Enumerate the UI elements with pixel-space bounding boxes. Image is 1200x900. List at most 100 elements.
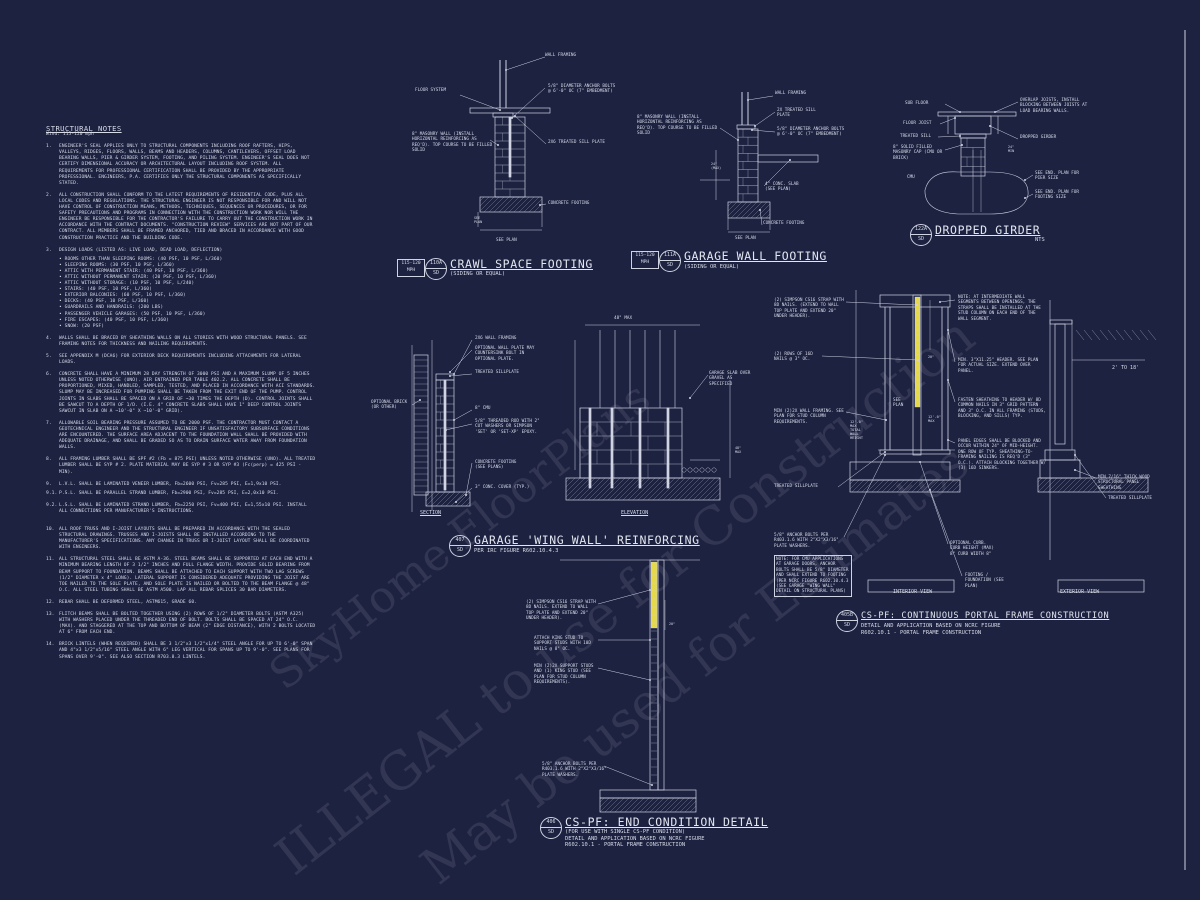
bullet-icon: • — [59, 305, 65, 311]
hatch-line — [617, 477, 641, 501]
leader-line — [947, 439, 956, 444]
hatch-line — [592, 477, 616, 501]
hatch-line — [1122, 477, 1138, 493]
label: SEE PLAN — [893, 398, 904, 409]
hatch-line — [679, 797, 695, 813]
hatch-line — [760, 208, 771, 219]
bullet-icon: • — [59, 281, 65, 287]
view-label-box — [1057, 579, 1145, 593]
treated-sill — [959, 133, 987, 139]
hatch-line — [674, 797, 690, 813]
leader-dot — [505, 69, 507, 71]
design-load-item: • PASSENGER VEHICLE GARAGES: (50 PSF, 10… — [59, 312, 316, 318]
leader-dot — [737, 139, 739, 141]
hatch-line — [946, 479, 960, 493]
hatch-line — [430, 491, 446, 507]
leader-line — [445, 423, 473, 431]
label: 12'-0" MAX TOTAL WALL HEIGHT — [850, 420, 863, 440]
leader-line — [759, 209, 763, 226]
hatch-line — [538, 208, 543, 213]
label: MIN. 3"x11.25" HEADER. SEE PLAN FOR ACTU… — [958, 358, 1039, 374]
gravel — [705, 467, 711, 473]
hatch-line — [1123, 329, 1133, 341]
sill-plate — [492, 112, 514, 118]
hatch-line — [1137, 481, 1149, 493]
hatch-line — [891, 479, 905, 493]
concrete-slab — [757, 154, 819, 163]
detail-title: GARAGE WALL FOOTING — [684, 249, 827, 263]
hatch-line — [624, 797, 640, 813]
label: WALL FRAMING — [775, 91, 807, 96]
label: SUB FLOOR — [905, 101, 929, 106]
hatch-line — [465, 501, 471, 507]
hatch-line — [871, 479, 885, 493]
hatch-line — [657, 477, 681, 501]
note-number: 1. — [46, 144, 52, 150]
hatch-line — [479, 196, 495, 212]
leader-line — [939, 117, 956, 125]
note-number: 13. — [46, 612, 55, 617]
label: 5/8" DIAMETER ANCHOR BOLTS @ 6'-0" OC (7… — [777, 127, 845, 138]
beam-note: 9.1.P.S.L. SHALL BE PARALLEL STRAND LUMB… — [46, 491, 316, 497]
leader-dot — [885, 419, 887, 421]
label: 2x6 TREATED SILL PLATE — [548, 140, 605, 145]
structural-note: 5.SEE APPENDIX M (DCA6) FOR EXTERIOR DEC… — [46, 354, 316, 366]
detail-title: CRAWL SPACE FOOTING — [450, 257, 593, 271]
leader-line — [603, 765, 653, 786]
hatch-line — [669, 797, 685, 813]
hatch-line — [677, 477, 701, 501]
detail-title: CS-PF: END CONDITION DETAIL — [565, 815, 769, 829]
structural-note: 2.ALL CONSTRUCTION SHALL CONFORM TO THE … — [46, 193, 316, 242]
hatch-line — [684, 800, 697, 813]
threaded-rod — [666, 407, 670, 489]
hatch-line — [727, 201, 738, 212]
hatch-line — [425, 491, 436, 502]
note-number: 14. — [46, 642, 55, 648]
note-text: WALLS SHALL BE BRACED BY SHEATHING WALLS… — [59, 335, 307, 347]
leader-line — [689, 374, 709, 399]
leader-line — [821, 355, 919, 361]
hatch-line — [717, 497, 721, 501]
hatch-line — [565, 477, 571, 483]
design-load-item: • ATTIC WITHOUT PERMANENT STAIR: (20 PSF… — [59, 275, 316, 281]
hatch-line — [849, 479, 860, 490]
detail-subtitle: NTS — [1035, 237, 1045, 243]
note-text: ALL STRUCTURAL STEEL SHALL BE ASTM A-36.… — [59, 557, 313, 593]
structural-note: 12.REBAR SHALL BE DEFORMED STEEL, ASTM61… — [46, 600, 316, 606]
hatch-line — [652, 477, 676, 501]
hatch-line — [572, 477, 596, 501]
leader-line — [455, 487, 473, 503]
hatch-line — [493, 196, 510, 213]
hatch-line — [565, 477, 581, 493]
design-load-item: • FIRE ESCAPES: (40 PSF, 10 PSF, L/360) — [59, 318, 316, 324]
leader-dot — [419, 399, 421, 401]
concrete-footing — [479, 196, 543, 213]
label: 8" MASONRY WALL (INSTALL HORIZONTAL REIN… — [412, 132, 493, 154]
hatch-line — [896, 479, 910, 493]
threaded-rod — [638, 407, 642, 489]
hatch-line — [866, 479, 880, 493]
note-number: 9.2. — [46, 502, 58, 508]
hatch-line — [692, 477, 716, 501]
detail-subtitle: (SIDING OR EQUAL) — [684, 264, 740, 270]
hatch-line — [503, 196, 520, 213]
label: ATTACH KING STUD TO SUPPORT STUDS WITH 1… — [534, 636, 591, 652]
leader-dot — [499, 109, 501, 111]
hatch-line — [1115, 329, 1125, 341]
hatch-line — [455, 491, 471, 507]
hatch-line — [450, 491, 466, 507]
hatch-line — [712, 492, 721, 501]
load-text: ATTIC WITHOUT PERMANENT STAIR: (20 PSF, … — [64, 274, 217, 280]
hatch-line — [644, 797, 660, 813]
hatch-line — [627, 477, 651, 501]
leader-line — [751, 129, 776, 133]
hatch-line — [694, 810, 697, 813]
label: NOTE: AT INTERMEDIATE WALL SEGMENTS BETW… — [958, 295, 1041, 322]
hatch-line — [632, 477, 656, 501]
hatch-line — [649, 797, 665, 813]
bullet-icon: • — [59, 287, 65, 293]
threaded-rod — [588, 407, 592, 489]
bullet-icon: • — [59, 311, 65, 317]
label: 48" MAX — [735, 446, 742, 454]
